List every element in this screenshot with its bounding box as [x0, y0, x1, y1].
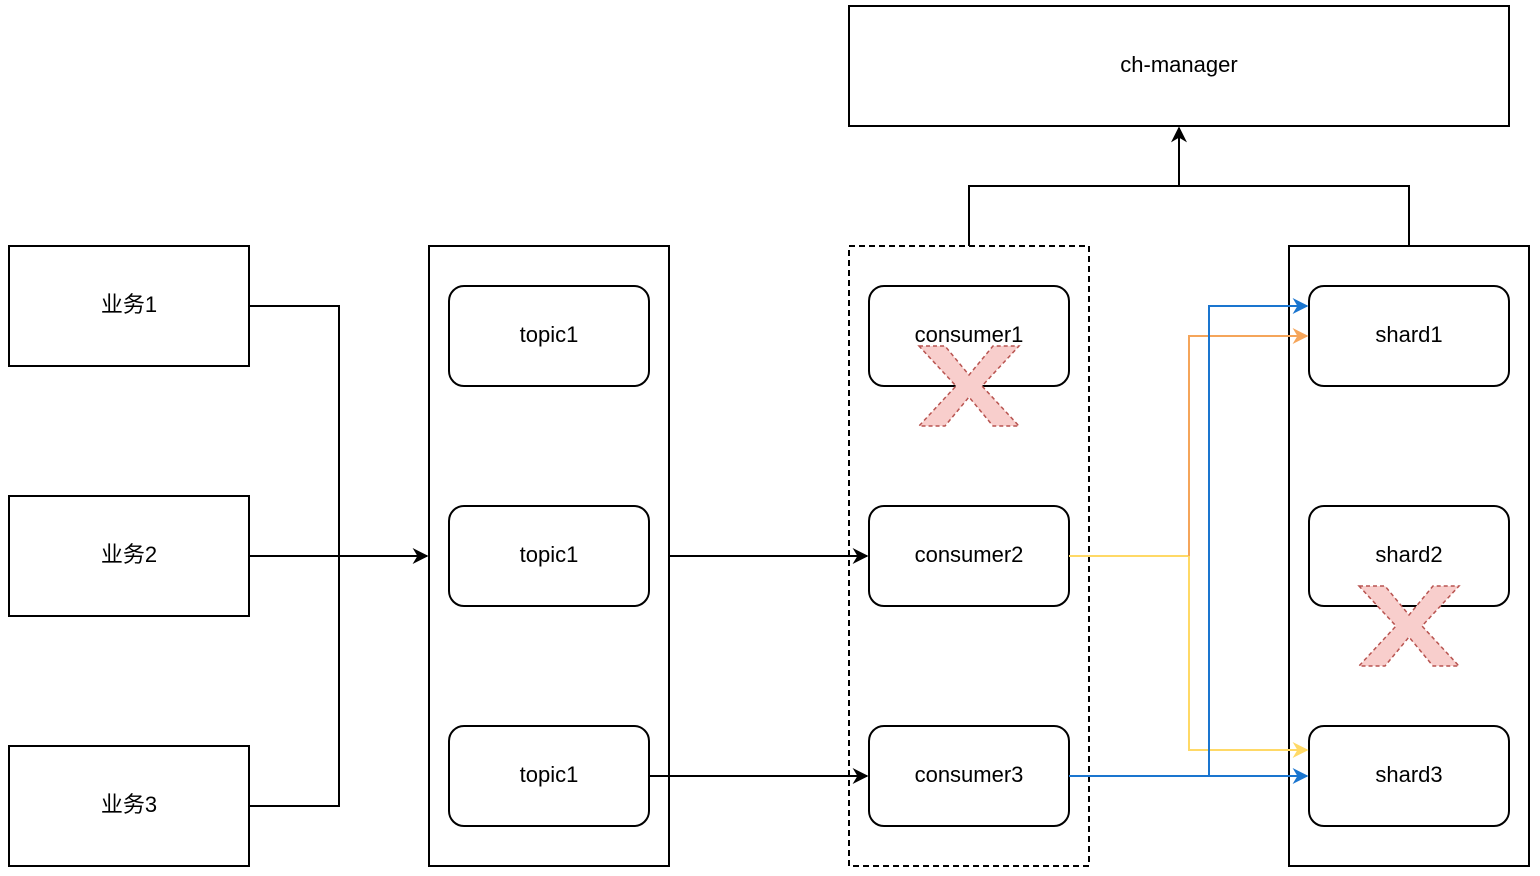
consumer-label-1: consumer1 [915, 322, 1024, 347]
failed-x-icon-shard2 [1357, 585, 1461, 667]
consumer-node-1: consumer1 [868, 285, 1070, 387]
business-node-1: 业务1 [8, 245, 250, 367]
topic-node-1: topic1 [448, 285, 650, 387]
consumer3-to-shard1-arrow [1208, 298, 1309, 776]
topic-node-3: topic1 [448, 725, 650, 827]
shard-label-1: shard1 [1375, 322, 1442, 347]
consumer2-to-shard3-arrow [1188, 556, 1309, 758]
shard-label-3: shard3 [1375, 762, 1442, 787]
topic-label-3: topic1 [520, 762, 579, 787]
manager-connector [968, 185, 1410, 246]
business-node-3: 业务3 [8, 745, 250, 867]
topic-label-1: topic1 [520, 322, 579, 347]
shard-label-2: shard2 [1375, 542, 1442, 567]
topic-label-2: topic1 [520, 542, 579, 567]
business-label-1: 业务1 [101, 292, 157, 317]
business-node-2: 业务2 [8, 495, 250, 617]
business-label-3: 业务3 [101, 792, 157, 817]
ch-manager-node: ch-manager [848, 5, 1510, 127]
consumer-label-2: consumer2 [915, 542, 1024, 567]
consumer-node-3: consumer3 [868, 725, 1070, 827]
consumer-node-2: consumer2 [868, 505, 1070, 607]
shard-node-1: shard1 [1308, 285, 1510, 387]
business-label-2: 业务2 [101, 542, 157, 567]
failed-x-icon-consumer1 [917, 345, 1021, 427]
ch-manager-label: ch-manager [1120, 52, 1237, 77]
shard-node-3: shard3 [1308, 725, 1510, 827]
shard-node-2: shard2 [1308, 505, 1510, 607]
consumer2-to-shard1-arrow [1188, 328, 1309, 556]
topic-node-2: topic1 [448, 505, 650, 607]
consumer-label-3: consumer3 [915, 762, 1024, 787]
